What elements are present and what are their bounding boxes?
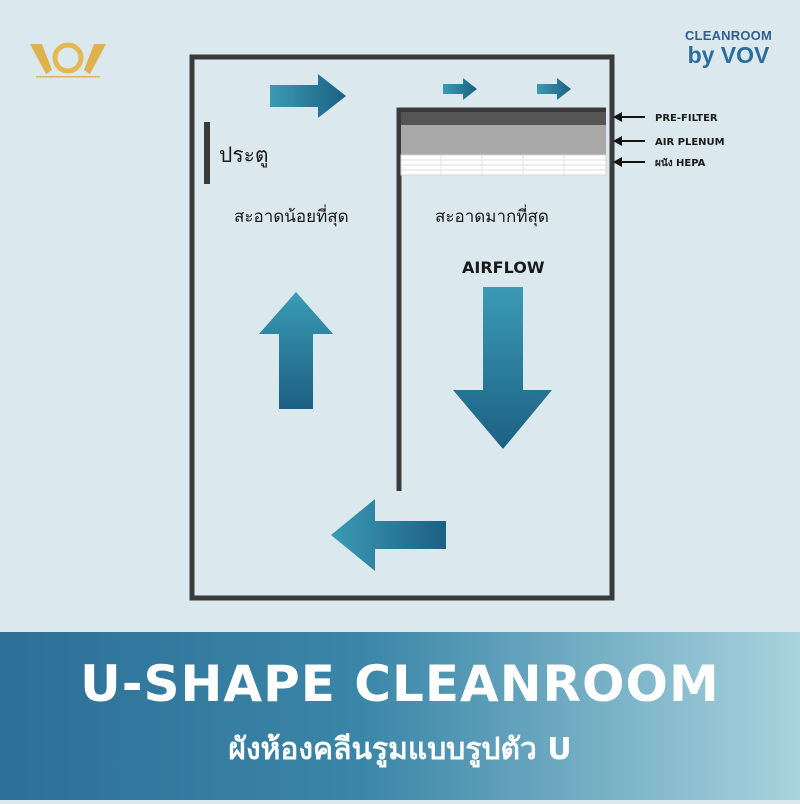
most-clean-label: สะอาดมากที่สุด [435,204,549,227]
banner-subtitle: ผังห้องคลีนรูมแบบรูปตัว U [228,732,572,767]
logo-line-2: by VOV [687,42,770,68]
hepa-wall [400,154,607,176]
door-label: ประตู [219,143,269,168]
logo-line-1: CLEANROOM [684,28,772,43]
title-banner [0,632,800,800]
air-plenum [401,125,606,155]
pre-filter-label: PRE-FILTER [655,113,718,124]
hepa-label: ผนัง HEPA [655,157,706,169]
arrow-icon [331,499,446,571]
pointer-arrow-icon [613,136,645,146]
air-plenum-label: AIR PLENUM [655,137,725,148]
arrow-icon [453,287,552,449]
room-outer-wall [189,54,615,601]
door [204,122,210,184]
arrow-icon [443,78,477,100]
pointer-arrow-icon [613,157,645,167]
banner-title: U-SHAPE CLEANROOM [80,655,720,713]
arrow-icon [259,292,333,409]
vov-logo-icon [26,38,110,80]
pre-filter [401,112,606,125]
airflow-label: AIRFLOW [462,258,545,277]
pointer-arrow-icon [613,112,645,122]
arrow-icon [537,78,571,100]
least-clean-label: สะอาดน้อยที่สุด [234,204,349,227]
cleanroom-by-vov-logo: CLEANROOM by VOV [685,28,772,67]
partition-wall [396,107,606,491]
arrow-icon [270,74,346,118]
